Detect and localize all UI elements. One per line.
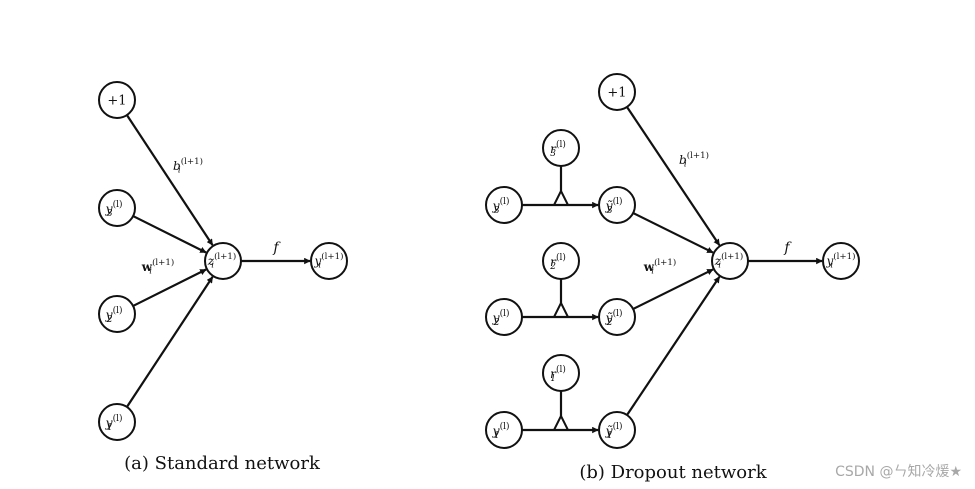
mask-node-r2 [542, 242, 580, 280]
input-node-y3 [98, 189, 136, 227]
bias-weight-dropout-label: b(l+1)i [679, 149, 709, 169]
input-node-y1-label: y(l)1 [105, 412, 123, 432]
thinned-node-y1-label: ỹ(l)1 [605, 420, 623, 440]
output-node [310, 242, 348, 280]
watermark: CSDN @ㄣ知冷煖★ [835, 463, 962, 480]
edge-thinned-y2-to-z [632, 268, 714, 310]
input-node-y2 [98, 295, 136, 333]
bias-node-label: +1 [107, 94, 126, 109]
caption-dropout-network: (b) Dropout network [579, 462, 767, 483]
mask-node-r1-label: r(l)1 [550, 363, 566, 383]
input-node-y1 [98, 403, 136, 441]
mask-node-r1 [542, 354, 580, 392]
thinned-node-y3-label: ỹ(l)3 [605, 195, 623, 215]
mask-r2-gate-triangle [552, 300, 570, 318]
output-node-dropout-label: y(l+1)i [826, 250, 856, 270]
edge-bias-to-z [125, 114, 214, 246]
edge-bias-to-z-dropout [626, 106, 721, 246]
mask-r3-gate-triangle [552, 188, 570, 206]
bias-node [98, 81, 136, 119]
mask-node-r2-label: r(l)2 [549, 251, 566, 271]
edge-thinned-y1-to-z [626, 276, 721, 416]
weight-dropout-label: w(l+1)i [643, 256, 677, 276]
activation-dropout-label: f [783, 240, 792, 256]
input-node-dropout-y1 [485, 411, 523, 449]
input-node-dropout-y1-label: y(l)1 [492, 420, 510, 440]
input-node-y2-label: y(l)2 [105, 304, 123, 324]
edge-thinned-y3-to-z [632, 212, 714, 254]
z-node-label: z(l+1)i [207, 250, 237, 270]
input-node-dropout-y3-label: y(l)3 [492, 195, 510, 215]
edge-input-2-to-z [132, 268, 207, 307]
activation-label: f [272, 240, 281, 256]
z-node [204, 242, 242, 280]
input-node-dropout-y2-label: y(l)2 [492, 307, 510, 327]
weight-label: w(l+1)i [141, 256, 175, 276]
caption-standard-network: (a) Standard network [124, 453, 321, 474]
edge-input-1-to-z [125, 276, 214, 408]
thinned-node-y3 [598, 186, 636, 224]
bias-node-dropout-label: +1 [607, 86, 626, 101]
z-node-dropout-label: z(l+1)i [714, 250, 744, 270]
mask-node-r3-label: r(l)3 [550, 138, 566, 158]
mask-node-r3 [542, 129, 580, 167]
input-node-y3-label: y(l)3 [105, 198, 123, 218]
thinned-node-y2-label: ỹ(l)2 [605, 307, 623, 327]
thinned-node-y2 [598, 298, 636, 336]
z-node-dropout [711, 242, 749, 280]
bias-weight-label: b(l+1)i [173, 155, 203, 175]
bias-node-dropout [598, 73, 636, 111]
edge-input-3-to-z [132, 215, 207, 254]
input-node-dropout-y3 [485, 186, 523, 224]
input-node-dropout-y2 [485, 298, 523, 336]
output-node-dropout [822, 242, 860, 280]
mask-r1-gate-triangle [552, 413, 570, 431]
output-node-label: y(l+1)i [314, 250, 344, 270]
thinned-node-y1 [598, 411, 636, 449]
